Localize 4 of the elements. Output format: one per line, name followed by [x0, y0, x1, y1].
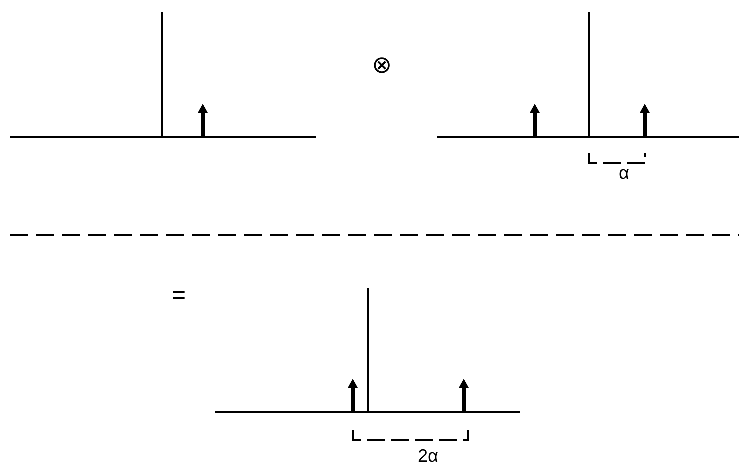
dimension-label: α — [619, 164, 630, 182]
convolution-symbol: ⊗ — [372, 54, 392, 78]
equals-sign: = — [172, 284, 186, 308]
dimension-label: 2α — [418, 447, 438, 465]
